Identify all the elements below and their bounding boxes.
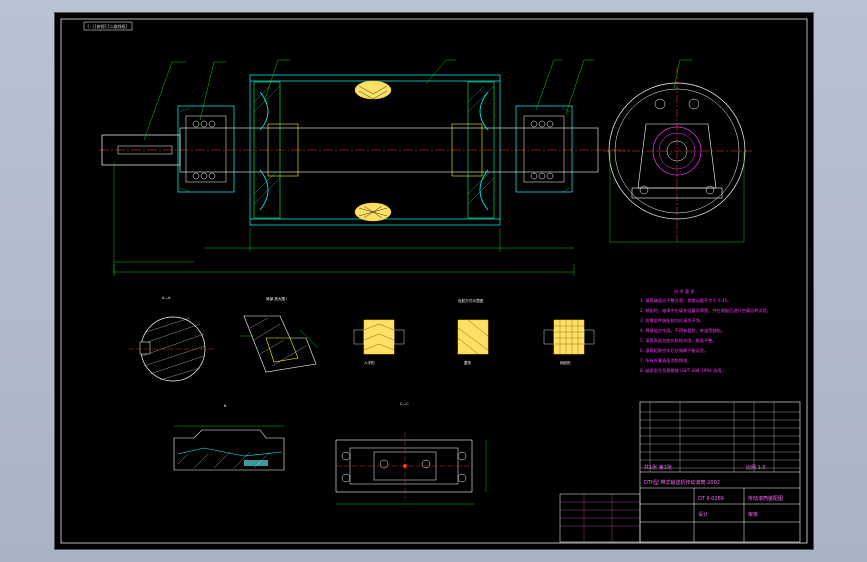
rubber-label-3: 网纹形 (560, 360, 571, 365)
shaft (179, 127, 599, 173)
lagging-type-diamond (457, 319, 489, 355)
section-b-view: B (173, 404, 285, 471)
title-block-sheet: 共1张 第1张 (644, 464, 672, 471)
technical-notes: 技 术 要 求 1. 滚筒端面应平整光滑，其跳动量不大于 0.45。 2. 装配… (640, 288, 771, 374)
note-8: 8. 轴承型号及规格按 GB/T 288-1994 选用。 (640, 367, 726, 374)
section-label-a: A—A (162, 296, 171, 300)
title-block-scale: 比例 1:5 (746, 464, 766, 471)
section-label-detail: 局部 放大图 I (266, 296, 287, 301)
pulley-side-view (604, 59, 754, 243)
rubber-label-2: 菱形 (464, 360, 472, 365)
section-a-a: A—A (128, 296, 214, 382)
bearing-housing-right (515, 105, 573, 193)
notes-title: 技 术 要 求 (674, 288, 696, 295)
note-4: 4. 焊接处应牢固，不得有裂纹、夹渣等缺陷。 (640, 327, 725, 334)
view-tab-label[interactable]: [-][俯视][二维线框] (87, 23, 128, 29)
view-tab-frame[interactable] (83, 21, 133, 31)
note-1: 1. 滚筒端面应平整光滑，其跳动量不大于 0.45。 (640, 297, 731, 304)
title-block-title: DTII型 带式输送机传动滚筒-2002 (644, 479, 720, 486)
bearing-housing-left (177, 105, 235, 193)
rubber-label-1: 人字形 (364, 360, 375, 365)
lagging-title: 包胶方式示意图 (458, 298, 484, 303)
lagging-top (354, 80, 392, 100)
drum-shell-top (249, 74, 501, 82)
cad-drawing: [-][俯视][二维线框] (60, 18, 808, 544)
sheet-border (60, 18, 808, 544)
note-7: 7. 所有外露表面涂防锈漆。 (640, 357, 691, 364)
title-block-drawn: 设计 (698, 511, 708, 518)
section-c-c-view: C—C (335, 402, 487, 505)
title-block-drawing-no: DT II-0289 (698, 496, 724, 502)
detail-view-i: 局部 放大图 I (240, 296, 319, 373)
section-label-b: B (224, 404, 227, 408)
note-3: 3. 各零部件装配前均应清洗干净。 (640, 317, 704, 324)
note-5: 5. 滚筒表面包胶应粘结牢固，胶面平整。 (640, 337, 717, 344)
section-label-c: C—C (400, 402, 409, 406)
lagging-type-herringbone (363, 319, 395, 355)
pulley-main-view (99, 59, 629, 276)
drawing-viewport[interactable]: [-][俯视][二维线框] (54, 12, 814, 550)
lagging-types: 包胶方式示意图 人字形 菱形 网纹形 (353, 298, 595, 365)
drum-outline-circle (608, 82, 746, 220)
note-2: 2. 装配时，轴承中应填充适量润滑脂，并在装配后进行空载运转试验。 (640, 307, 771, 314)
note-6: 6. 滚筒组装完毕后应做静平衡试验。 (640, 347, 708, 354)
title-block-checked: 审核 (748, 511, 758, 518)
lagging-type-mesh (553, 319, 585, 355)
title-block-unit: 传动滚筒装配图 (748, 495, 783, 502)
title-block: 共1张 第1张 比例 1:5 DTII型 带式输送机传动滚筒-2002 DT I… (559, 401, 801, 543)
